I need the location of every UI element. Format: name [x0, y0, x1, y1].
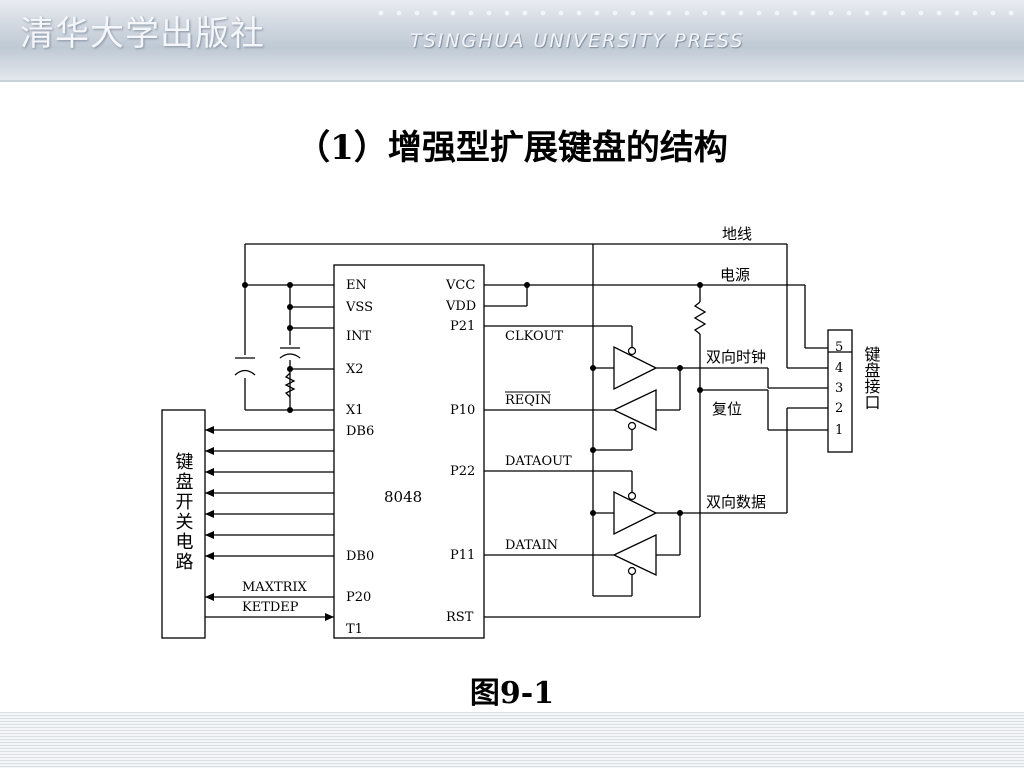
connector-pin-3: 3	[835, 381, 843, 396]
signal-maxtrix: MAXTRIX	[242, 580, 308, 595]
switch-circuit-box	[161, 409, 206, 639]
connector-pin-2: 2	[835, 401, 843, 416]
keyboard-connector-box	[827, 329, 853, 453]
header-banner: 清华大学出版社 TSINGHUA UNIVERSITY PRESS	[0, 0, 1024, 80]
signal-ketdep: KETDEP	[242, 600, 299, 615]
pin-p22: P22	[450, 464, 475, 479]
chip-name: 8048	[384, 488, 422, 506]
pin-vdd: VDD	[445, 299, 476, 314]
pin-vcc: VCC	[445, 278, 475, 293]
footer-stripes	[0, 712, 1024, 768]
pin-x1: X1	[346, 403, 364, 418]
pin-t1: T1	[346, 622, 363, 637]
banner-dot-pattern	[372, 8, 1022, 18]
pin-en: EN	[346, 278, 367, 293]
pin-db6: DB6	[346, 424, 374, 439]
pin-p21: P21	[450, 319, 475, 334]
pin-p11: P11	[450, 548, 475, 563]
pin-db0: DB0	[346, 549, 374, 564]
pin-rst: RST	[446, 610, 474, 625]
pin-p10: P10	[450, 403, 475, 418]
figure-caption: 图9-1	[469, 676, 555, 711]
keyboard-connector-label: 键盘接口	[862, 346, 881, 410]
signal-clkout: CLKOUT	[505, 329, 564, 344]
label-power: 电源	[720, 266, 750, 284]
signal-reqin: REQIN	[505, 393, 551, 408]
label-reset: 复位	[712, 400, 742, 418]
label-ground: 地线	[722, 225, 752, 243]
connector-pin-1: 1	[835, 423, 843, 438]
publisher-name-en: TSINGHUA UNIVERSITY PRESS	[410, 30, 745, 52]
switch-circuit-label: 键盘开关电路	[173, 452, 194, 572]
label-bidir-clock: 双向时钟	[706, 348, 766, 366]
slide-title: （1）增强型扩展键盘的结构	[296, 128, 728, 168]
connector-pin-5: 5	[835, 340, 843, 355]
publisher-name-cn: 清华大学出版社	[20, 14, 265, 54]
connector-pin-4: 4	[835, 361, 843, 376]
pin-vss: VSS	[345, 300, 373, 315]
signal-dataout: DATAOUT	[505, 454, 572, 469]
pin-int: INT	[346, 329, 372, 344]
pin-x2: X2	[346, 362, 364, 377]
signal-datain: DATAIN	[505, 538, 558, 553]
banner-divider	[0, 80, 1024, 82]
label-bidir-data: 双向数据	[706, 493, 766, 511]
pin-p20: P20	[346, 590, 371, 605]
